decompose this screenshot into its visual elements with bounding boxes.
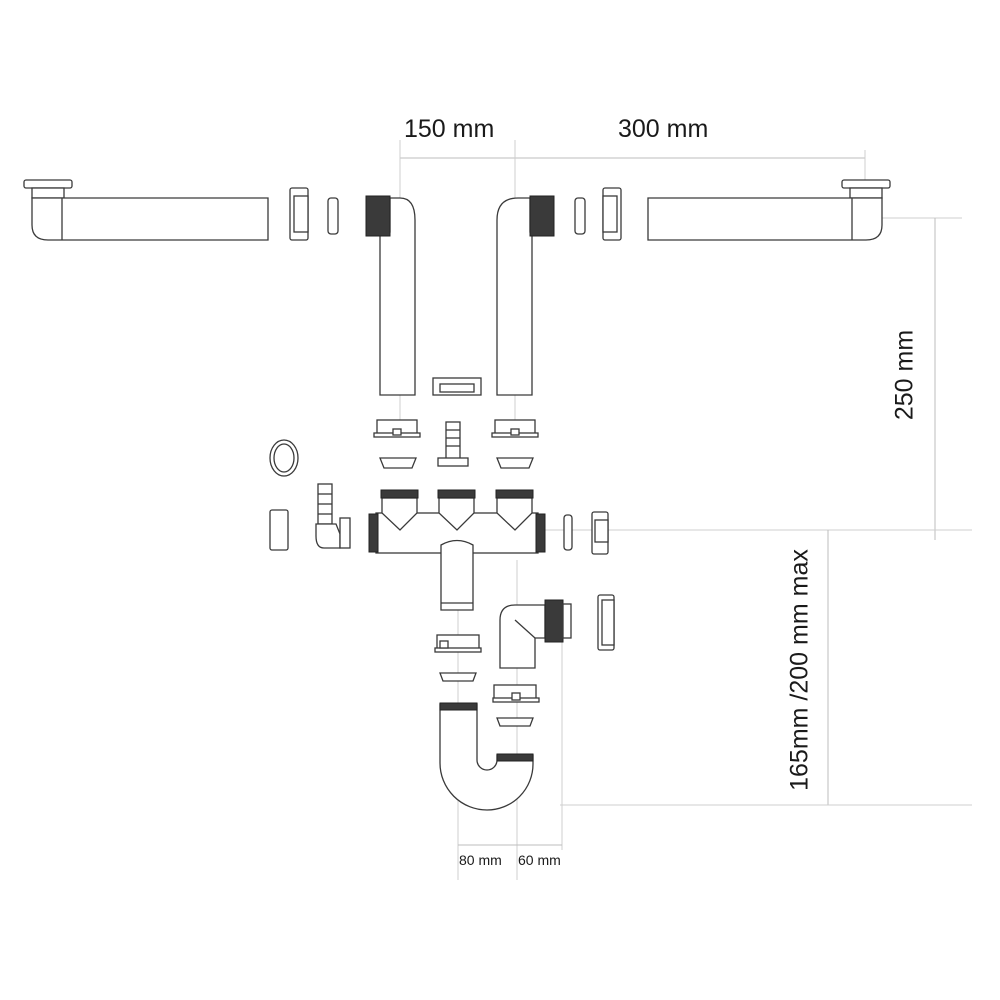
left-waste-outlet bbox=[23, 179, 269, 241]
right-elbow-tube bbox=[496, 195, 555, 396]
dimension-guides bbox=[399, 140, 972, 880]
dimension-80mm: 80 mm bbox=[459, 852, 502, 868]
center-cap bbox=[432, 377, 482, 396]
p-trap bbox=[439, 702, 534, 811]
dimension-60mm: 60 mm bbox=[518, 852, 561, 868]
right-waste-outlet bbox=[647, 179, 891, 241]
dimension-trap-height: 165mm /200 mm max bbox=[785, 549, 814, 791]
left-elbow-tube bbox=[365, 195, 416, 396]
dimension-150mm: 150 mm bbox=[404, 115, 495, 143]
trap-nuts bbox=[434, 634, 540, 727]
triple-manifold bbox=[368, 489, 546, 611]
top-nuts-gaskets bbox=[289, 187, 622, 241]
dimension-300mm: 300 mm bbox=[618, 115, 709, 143]
hose-elbow bbox=[315, 483, 351, 549]
trap-elbow bbox=[499, 594, 615, 669]
dimension-250mm: 250 mm bbox=[890, 329, 919, 421]
right-gasket-nut bbox=[563, 511, 609, 555]
nuts-and-washers bbox=[269, 419, 539, 551]
